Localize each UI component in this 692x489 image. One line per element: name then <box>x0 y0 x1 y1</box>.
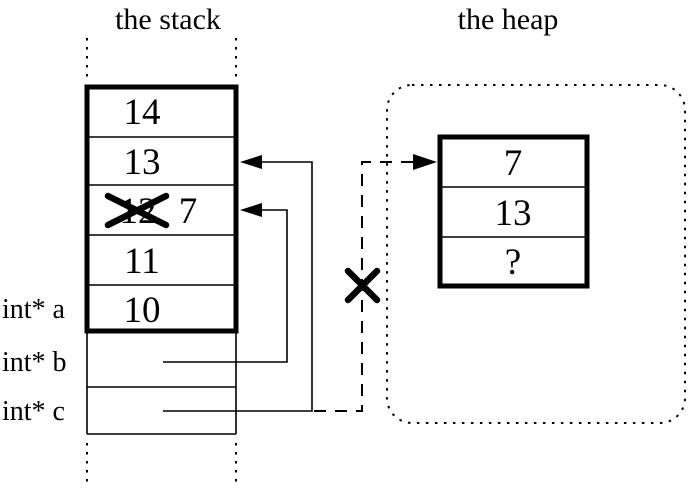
stack-cell-dividers <box>89 136 234 286</box>
stack-title: the stack <box>115 3 221 36</box>
pointer-b-arrowhead <box>240 203 262 217</box>
pointer-b-line <box>163 209 288 363</box>
stack-cell-value-10: 10 <box>124 290 161 331</box>
crossed-out-value-x-icon <box>104 192 170 229</box>
heap-title: the heap <box>458 3 559 36</box>
heap-object-frame <box>437 134 590 289</box>
heap-cell-value-unknown: ? <box>505 242 521 283</box>
stack-cell-new-value-7: 7 <box>179 191 198 232</box>
stack-column-dotted-guides <box>86 38 237 485</box>
pointer-c-arrowhead <box>240 155 262 169</box>
pointer-c-line <box>163 161 313 412</box>
stack-frame <box>84 84 239 334</box>
stack-cell-value-11: 11 <box>124 241 160 282</box>
var-label-a: int* a <box>2 294 66 325</box>
broken-link-x-icon <box>344 267 381 304</box>
stack-cell-value-13: 13 <box>124 142 161 183</box>
heap-region-boundary <box>386 84 686 424</box>
pointer-variable-cells <box>86 333 237 435</box>
dangling-pointer-arrowhead <box>413 154 437 170</box>
var-label-b: int* b <box>2 347 67 378</box>
heap-cell-value-7: 7 <box>504 143 523 184</box>
var-label-c: int* c <box>2 396 65 427</box>
heap-cell-value-13: 13 <box>495 193 532 234</box>
stack-cell-value-14: 14 <box>124 92 161 133</box>
heap-cell-dividers <box>442 186 585 238</box>
